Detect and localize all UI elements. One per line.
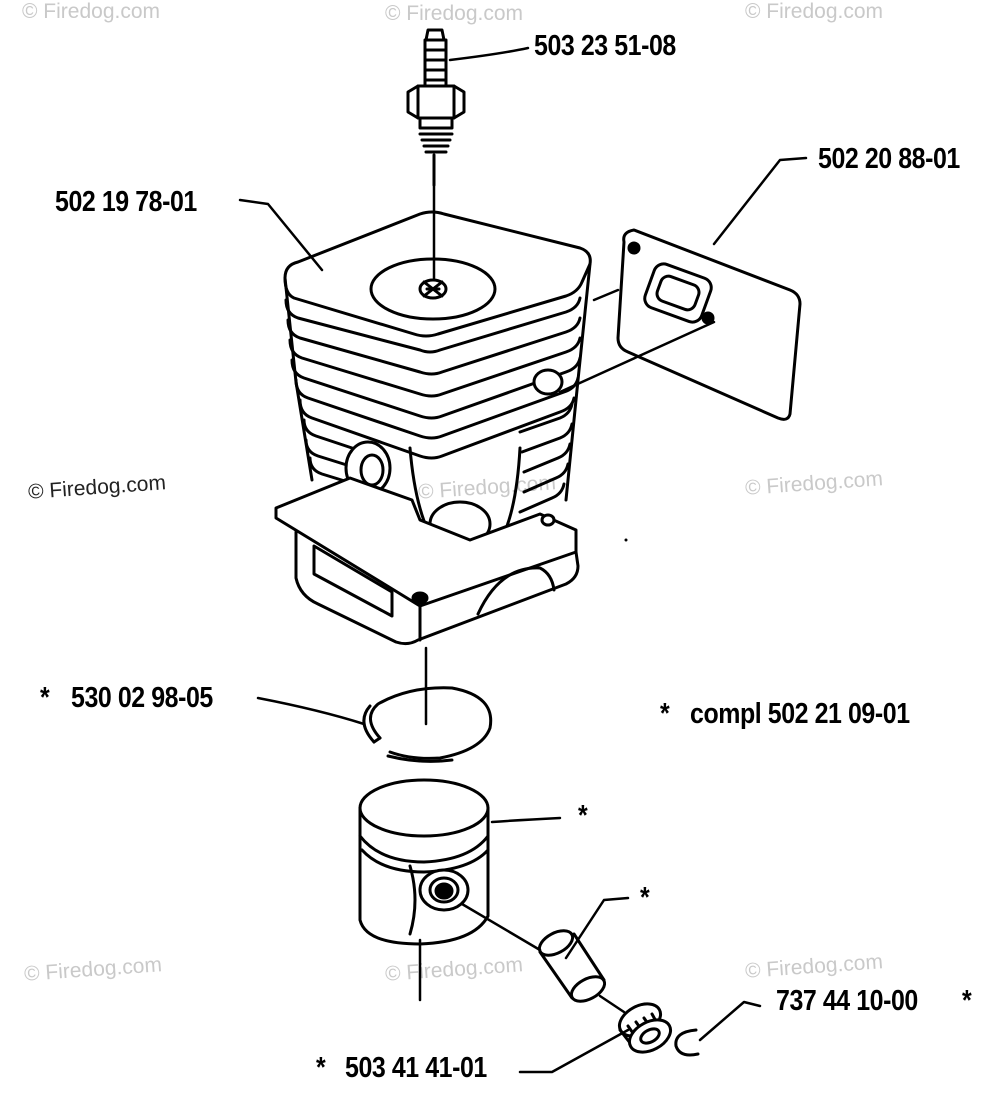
label-spark-plug: 503 23 51-08 — [534, 30, 676, 62]
piston-drawing — [358, 778, 490, 946]
center-line — [418, 163, 626, 1014]
label-piston-ring: 530 02 98-05 — [71, 682, 213, 714]
leader-muffler-gasket — [712, 156, 808, 246]
kit-star-piston-ring: * — [40, 682, 50, 714]
kit-star-piston: * — [578, 800, 588, 832]
leader-gasket-dowel — [592, 288, 620, 302]
kit-star-cylinder-kit: * — [660, 698, 670, 730]
label-needle-bearing: 503 41 41-01 — [345, 1052, 487, 1084]
piston-pin-drawing — [537, 929, 607, 1003]
needle-bearing-drawing — [617, 1002, 673, 1054]
cylinder-drawing — [274, 210, 592, 646]
label-cylinder-kit: compl 502 21 09-01 — [690, 698, 910, 730]
leader-cylinder — [238, 198, 324, 272]
watermark: © Firedog.com — [745, 0, 884, 23]
leader-circlip — [698, 1000, 762, 1042]
circlip-drawing — [674, 1028, 700, 1057]
kit-star-needle-bearing: * — [316, 1052, 326, 1084]
kit-star-piston-pin: * — [640, 882, 650, 914]
leader-gasket-stud — [558, 320, 716, 394]
label-circlip: 737 44 10-00 — [776, 985, 918, 1017]
leader-piston-pin — [564, 896, 630, 960]
label-muffler-gasket: 502 20 88-01 — [818, 143, 960, 175]
leader-lines — [238, 46, 808, 1074]
label-cylinder: 502 19 78-01 — [55, 186, 197, 218]
leader-spark-plug — [448, 46, 530, 62]
kit-star-circlip: * — [962, 985, 972, 1017]
watermark: © Firedog.com — [22, 0, 161, 23]
spark-plug-drawing — [406, 28, 466, 187]
watermark: © Firedog.com — [385, 2, 524, 25]
leader-needle-bearing — [518, 1028, 630, 1074]
leader-piston — [490, 816, 562, 824]
leader-piston-ring — [256, 696, 366, 726]
piston-ring-drawing — [362, 686, 493, 763]
